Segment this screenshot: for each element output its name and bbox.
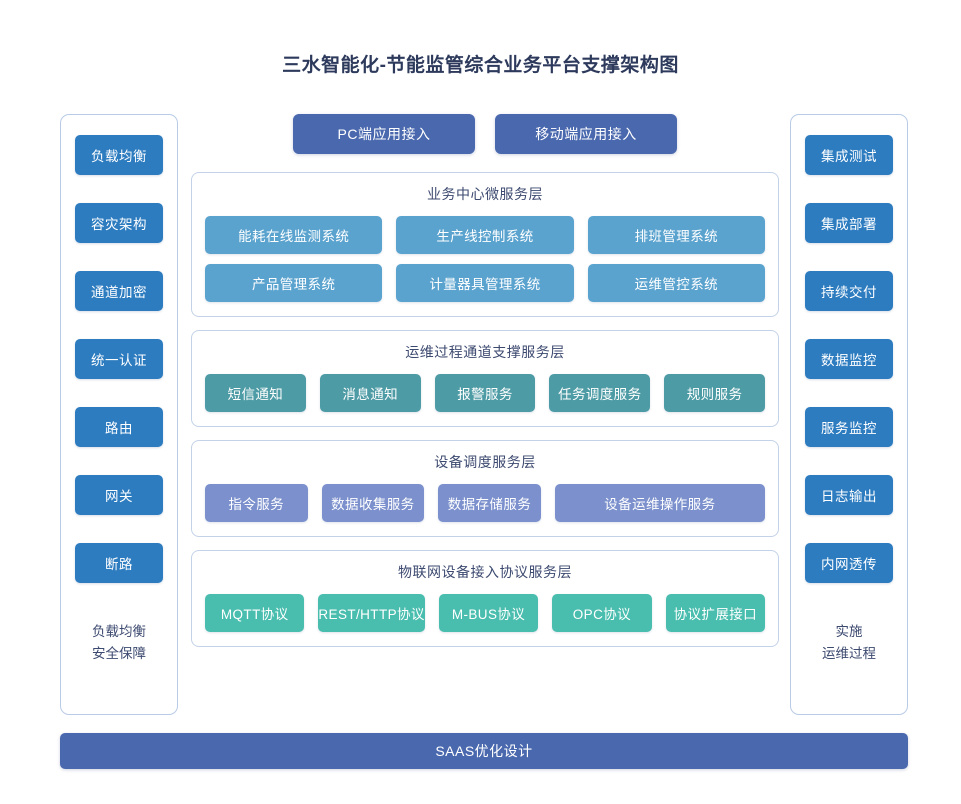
left-sidebar-footer-line-1: 负载均衡 <box>92 624 146 639</box>
left-sidebar-footer-line-2: 安全保障 <box>92 646 146 661</box>
right-sidebar-footer: 实施 运维过程 <box>822 621 876 665</box>
node-data-collection-service[interactable]: 数据收集服务 <box>321 484 425 522</box>
node-mbus-protocol[interactable]: M-BUS协议 <box>438 594 539 632</box>
sidebar-item-log-output[interactable]: 日志输出 <box>805 475 893 515</box>
sidebar-item-integration-test[interactable]: 集成测试 <box>805 135 893 175</box>
left-sidebar: 负载均衡 容灾架构 通道加密 统一认证 路由 网关 断路 负载均衡 安全保障 <box>60 114 178 715</box>
mobile-application-access-button[interactable]: 移动端应用接入 <box>495 114 677 154</box>
sidebar-item-gateway[interactable]: 网关 <box>75 475 163 515</box>
sidebar-item-data-monitoring[interactable]: 数据监控 <box>805 339 893 379</box>
node-energy-monitoring-system[interactable]: 能耗在线监测系统 <box>205 216 383 254</box>
application-access-row: PC端应用接入 移动端应用接入 <box>191 114 779 154</box>
iot-layer-title: 物联网设备接入协议服务层 <box>398 564 572 580</box>
node-message-notification[interactable]: 消息通知 <box>319 374 421 412</box>
node-command-service[interactable]: 指令服务 <box>205 484 308 522</box>
business-microservice-layer: 业务中心微服务层 能耗在线监测系统 生产线控制系统 排班管理系统 产品管理系统 … <box>191 172 779 317</box>
sidebar-item-load-balance[interactable]: 负载均衡 <box>75 135 163 175</box>
node-task-scheduling-service[interactable]: 任务调度服务 <box>549 374 651 412</box>
node-device-ops-operation-service[interactable]: 设备运维操作服务 <box>554 484 766 522</box>
sidebar-item-integration-deploy[interactable]: 集成部署 <box>805 203 893 243</box>
node-protocol-extension-interface[interactable]: 协议扩展接口 <box>665 594 766 632</box>
right-sidebar: 集成测试 集成部署 持续交付 数据监控 服务监控 日志输出 内网透传 实施 运维… <box>790 114 908 715</box>
sidebar-item-circuit-breaker[interactable]: 断路 <box>75 543 163 583</box>
sidebar-item-service-monitoring[interactable]: 服务监控 <box>805 407 893 447</box>
sidebar-item-unified-auth[interactable]: 统一认证 <box>75 339 163 379</box>
right-sidebar-footer-line-2: 运维过程 <box>822 646 876 661</box>
iot-layer-row: MQTT协议 REST/HTTP协议 M-BUS协议 OPC协议 协议扩展接口 <box>205 594 766 632</box>
page-title: 三水智能化-节能监管综合业务平台支撑架构图 <box>282 55 679 76</box>
device-scheduling-layer: 设备调度服务层 指令服务 数据收集服务 数据存储服务 设备运维操作服务 <box>191 440 779 537</box>
node-mqtt-protocol[interactable]: MQTT协议 <box>205 594 305 632</box>
left-sidebar-footer: 负载均衡 安全保障 <box>92 621 146 665</box>
business-layer-title: 业务中心微服务层 <box>427 186 543 202</box>
sidebar-item-disaster-recovery[interactable]: 容灾架构 <box>75 203 163 243</box>
node-shift-management-system[interactable]: 排班管理系统 <box>587 216 765 254</box>
node-product-management-system[interactable]: 产品管理系统 <box>205 264 383 302</box>
ops-layer-row: 短信通知 消息通知 报警服务 任务调度服务 规则服务 <box>205 374 765 412</box>
sidebar-item-continuous-delivery[interactable]: 持续交付 <box>805 271 893 311</box>
node-sms-notification[interactable]: 短信通知 <box>205 374 306 412</box>
center-stack: PC端应用接入 移动端应用接入 业务中心微服务层 能耗在线监测系统 生产线控制系… <box>191 114 779 660</box>
saas-optimization-bar[interactable]: SAAS优化设计 <box>60 733 908 769</box>
iot-protocol-layer: 物联网设备接入协议服务层 MQTT协议 REST/HTTP协议 M-BUS协议 … <box>191 550 779 647</box>
pc-application-access-button[interactable]: PC端应用接入 <box>293 114 475 154</box>
business-layer-row-2: 产品管理系统 计量器具管理系统 运维管控系统 <box>205 264 765 302</box>
node-data-storage-service[interactable]: 数据存储服务 <box>438 484 541 522</box>
node-rule-service[interactable]: 规则服务 <box>664 374 765 412</box>
node-alarm-service[interactable]: 报警服务 <box>434 374 536 412</box>
sidebar-item-channel-encryption[interactable]: 通道加密 <box>75 271 163 311</box>
node-rest-http-protocol[interactable]: REST/HTTP协议 <box>318 594 425 632</box>
sidebar-item-intranet-passthrough[interactable]: 内网透传 <box>805 543 893 583</box>
device-layer-title: 设备调度服务层 <box>434 454 536 470</box>
node-opc-protocol[interactable]: OPC协议 <box>552 594 652 632</box>
device-layer-row: 指令服务 数据收集服务 数据存储服务 设备运维操作服务 <box>205 484 766 522</box>
node-production-line-control-system[interactable]: 生产线控制系统 <box>396 216 574 254</box>
ops-channel-support-layer: 运维过程通道支撑服务层 短信通知 消息通知 报警服务 任务调度服务 规则服务 <box>191 330 779 427</box>
right-sidebar-footer-line-1: 实施 <box>835 624 863 639</box>
node-ops-control-system[interactable]: 运维管控系统 <box>587 264 765 302</box>
business-layer-row-1: 能耗在线监测系统 生产线控制系统 排班管理系统 <box>205 216 765 254</box>
ops-layer-title: 运维过程通道支撑服务层 <box>405 344 565 360</box>
node-metering-device-management-system[interactable]: 计量器具管理系统 <box>396 264 574 302</box>
sidebar-item-routing[interactable]: 路由 <box>75 407 163 447</box>
